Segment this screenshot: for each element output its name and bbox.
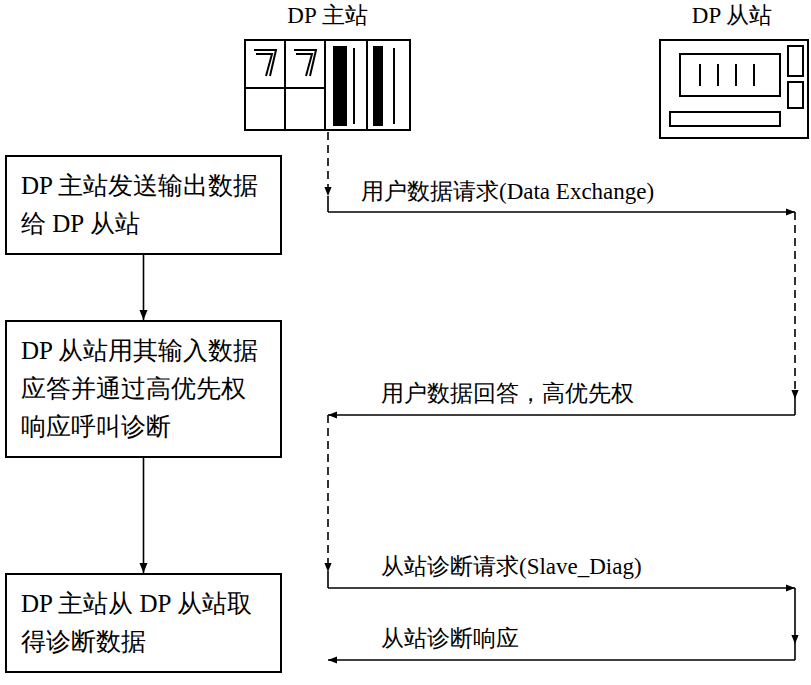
message-label: 从站诊断响应 (378, 625, 522, 653)
process-box: DP 主站发送输出数据给 DP 从站 (5, 155, 282, 255)
station-name: DP 从站 (655, 2, 809, 30)
slave-icon (660, 40, 808, 138)
station-name: DP 主站 (240, 2, 415, 30)
station-heading: DP 主站 (240, 2, 415, 132)
message-label: 从站诊断请求(Slave_Diag) (378, 553, 645, 581)
process-box: DP 从站用其输入数据应答并通过高优先权响应呼叫诊断 (5, 320, 282, 458)
flow-arrow (143, 458, 145, 573)
master-icon (245, 40, 410, 130)
station-heading: DP 从站 (655, 2, 809, 140)
box-text: DP 主站发送输出数据给 DP 从站 (21, 167, 270, 243)
flow-arrow (143, 255, 145, 320)
process-box: DP 主站从 DP 从站取得诊断数据 (5, 573, 282, 673)
message-label: 用户数据请求(Data Exchange) (358, 178, 657, 206)
message-lines (328, 132, 795, 660)
message-label: 用户数据回答，高优先权 (378, 380, 637, 408)
box-text: DP 主站从 DP 从站取得诊断数据 (21, 585, 270, 661)
box-text: DP 从站用其输入数据应答并通过高优先权响应呼叫诊断 (21, 332, 270, 446)
